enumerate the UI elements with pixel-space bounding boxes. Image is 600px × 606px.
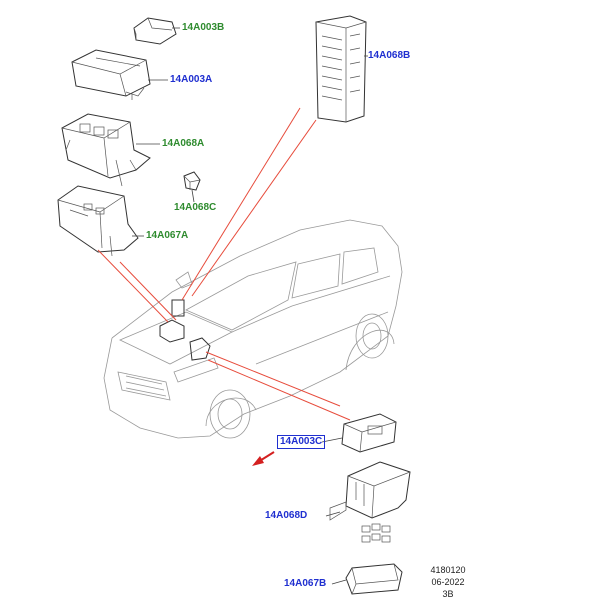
part-14A068A-drawing — [61, 113, 151, 187]
pointer-lines — [132, 27, 368, 585]
label-14A068C[interactable]: 14A068C — [174, 202, 217, 213]
label-14A003C-highlighted[interactable]: 14A003C — [277, 435, 326, 449]
label-14A003A[interactable]: 14A003A — [170, 74, 213, 85]
reference-date: 06-2022 — [431, 577, 465, 587]
label-14A067A[interactable]: 14A067A — [146, 230, 189, 241]
label-14A067B[interactable]: 14A067B — [284, 578, 327, 589]
part-14A068D-drawing — [329, 461, 411, 521]
leader-lines — [97, 107, 351, 421]
reference-code: 3B — [442, 589, 454, 599]
part-14A067A-drawing — [57, 185, 139, 257]
highlight-arrow — [252, 451, 275, 466]
fuse-cluster-drawing — [361, 523, 391, 543]
in-vehicle-modules — [159, 299, 211, 361]
part-14A003A-drawing — [71, 49, 151, 100]
label-14A068D[interactable]: 14A068D — [265, 510, 308, 521]
label-14A068A[interactable]: 14A068A — [162, 138, 205, 149]
part-14A068C-drawing — [183, 171, 201, 191]
part-14A067B-drawing — [345, 563, 403, 595]
label-14A003B[interactable]: 14A003B — [182, 22, 225, 33]
reference-number: 4180120 — [430, 565, 466, 575]
part-14A003C-drawing — [341, 413, 397, 453]
part-14A003B-drawing — [133, 17, 177, 45]
label-14A068B[interactable]: 14A068B — [368, 50, 411, 61]
reference-block: 4180120 06-2022 3B — [428, 564, 468, 600]
vehicle-drawing — [103, 219, 403, 439]
part-14A068B-drawing — [315, 15, 367, 123]
